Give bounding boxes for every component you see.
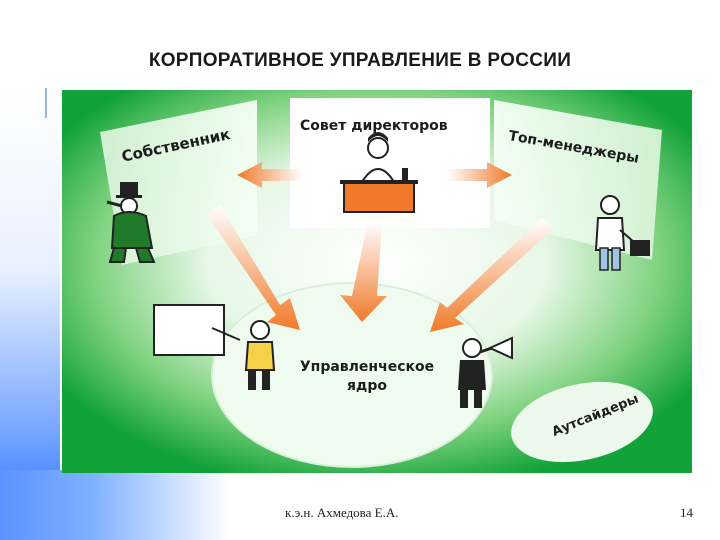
arrow-managers-to-core xyxy=(430,218,554,332)
author-footer: к.э.н. Ахмедова Е.А. xyxy=(285,505,399,520)
decorative-divider xyxy=(45,88,47,118)
slide-title: КОРПОРАТИВНОЕ УПРАВЛЕНИЕ В РОССИИ xyxy=(148,50,572,71)
arrow-board-to-core xyxy=(340,222,387,322)
arrow-owner-to-core xyxy=(207,205,300,330)
presenter-with-flipchart xyxy=(153,304,276,390)
corporate-governance-diagram: Собственник Совет директоров Топ-менедже… xyxy=(62,90,692,473)
left-blue-gradient-bar xyxy=(0,90,60,540)
page-number: 14 xyxy=(680,505,693,520)
board-director-figure xyxy=(340,132,418,213)
board-label: Совет директоров xyxy=(300,118,448,134)
arrow-board-to-owner xyxy=(237,162,302,188)
bottom-blue-gradient xyxy=(0,470,230,540)
management-core-ellipse xyxy=(211,282,493,468)
core-label: Управленческое ядро xyxy=(299,359,435,394)
outsiders-ellipse xyxy=(511,381,653,463)
figure-with-megaphone xyxy=(458,336,513,408)
top-manager-figure xyxy=(594,195,650,271)
arrow-board-to-managers xyxy=(447,162,512,188)
diagram-illustration xyxy=(62,90,692,473)
owner-figure xyxy=(106,182,156,263)
